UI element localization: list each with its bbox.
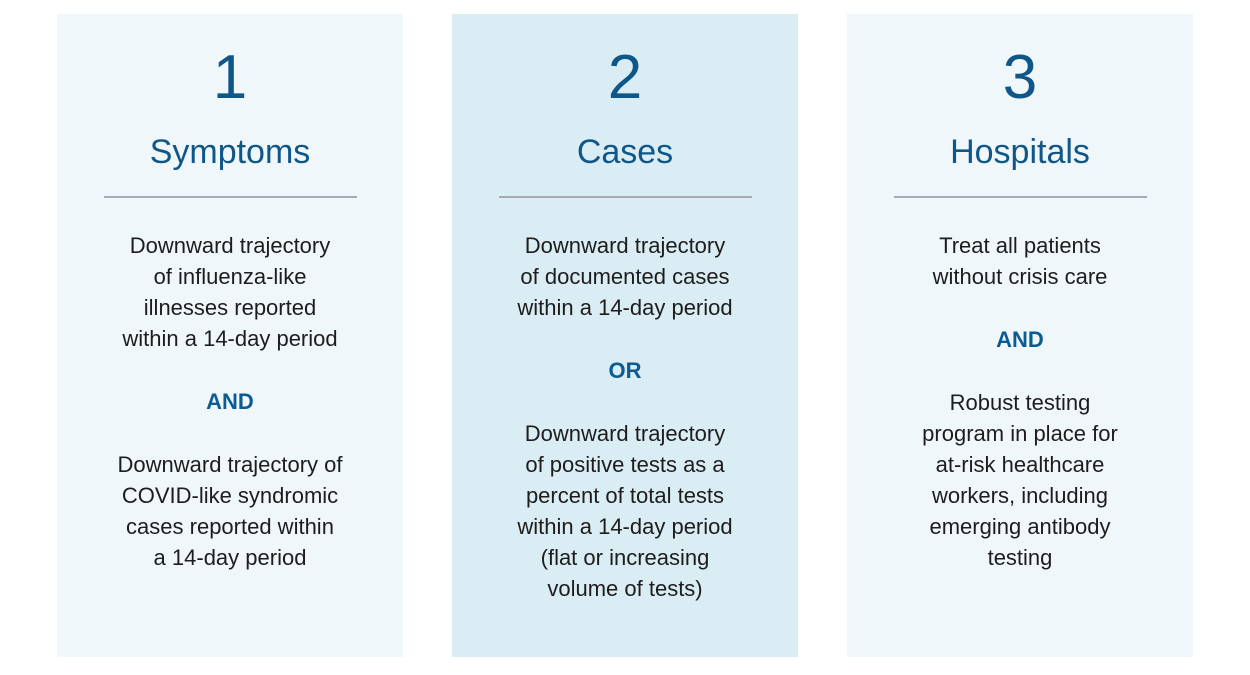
card-cases: 2 Cases Downward trajectory of documente… bbox=[452, 14, 798, 657]
card-title: Cases bbox=[576, 133, 674, 171]
criteria-paragraph: Treat all patients without crisis care bbox=[932, 233, 1108, 289]
card-hospitals: 3 Hospitals Treat all patients without c… bbox=[847, 14, 1193, 657]
card-symptoms: 1 Symptoms Downward trajectory of influe… bbox=[57, 14, 403, 657]
gating-criteria-cards: 1 Symptoms Downward trajectory of influe… bbox=[57, 14, 1193, 657]
criteria-paragraph: Downward trajectory of influenza-like il… bbox=[122, 233, 338, 351]
card-title: Symptoms bbox=[149, 133, 311, 171]
card-body: Treat all patients without crisis care A… bbox=[847, 230, 1193, 573]
criteria-paragraph: Downward trajectory of positive tests as… bbox=[517, 421, 733, 601]
card-number: 1 bbox=[212, 43, 248, 112]
card-number: 2 bbox=[607, 43, 643, 112]
card-body: Downward trajectory of influenza-like il… bbox=[57, 230, 403, 573]
title-divider bbox=[893, 196, 1147, 198]
criteria-paragraph: Downward trajectory of documented cases … bbox=[517, 233, 733, 320]
conjunction-label: OR bbox=[608, 358, 642, 383]
conjunction-label: AND bbox=[206, 389, 254, 414]
title-divider bbox=[498, 196, 752, 198]
criteria-paragraph: Robust testing program in place for at-r… bbox=[922, 390, 1118, 570]
card-body: Downward trajectory of documented cases … bbox=[452, 230, 798, 604]
title-divider bbox=[103, 196, 357, 198]
conjunction-label: AND bbox=[996, 327, 1044, 352]
card-number: 3 bbox=[1002, 43, 1038, 112]
criteria-paragraph: Downward trajectory of COVID-like syndro… bbox=[117, 452, 343, 570]
card-title: Hospitals bbox=[950, 133, 1090, 171]
